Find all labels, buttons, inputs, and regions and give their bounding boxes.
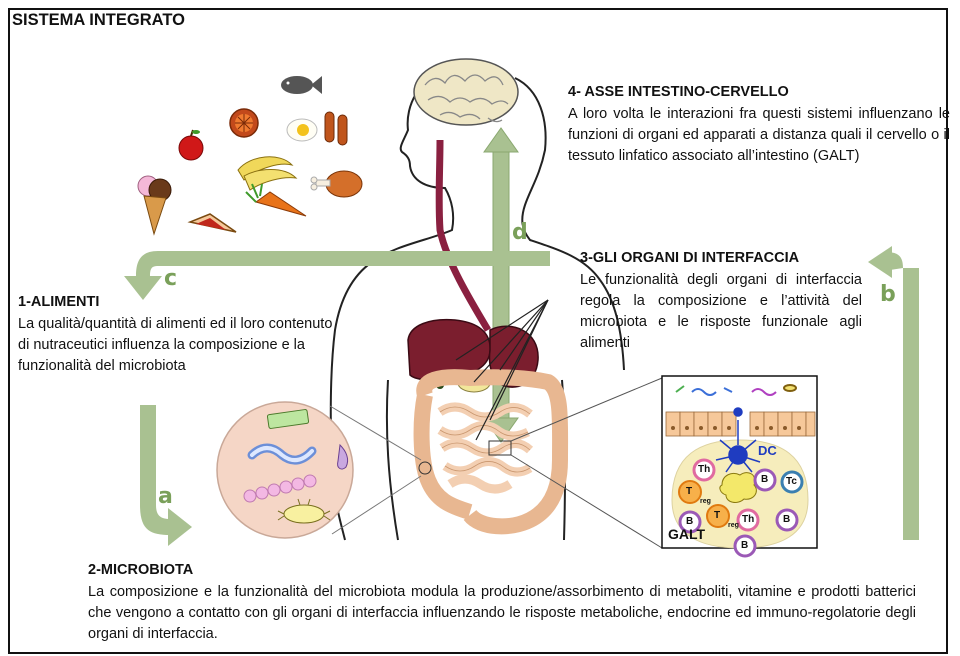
section-asse: 4- ASSE INTESTINO-CERVELLO A loro volta … <box>568 82 950 167</box>
microbiota-heading: 2-MICROBIOTA <box>88 560 916 580</box>
microbiota-circle <box>217 402 353 538</box>
section-organi: 3-GLI ORGANI DI INTERFACCIA Le funzional… <box>580 248 862 354</box>
page-title: SISTEMA INTEGRATO <box>12 10 185 30</box>
galt-cell-label: T <box>686 487 692 497</box>
banana-icon <box>238 157 296 190</box>
alimenti-heading: 1-ALIMENTI <box>18 292 334 312</box>
fish-icon <box>281 76 322 94</box>
pizza-slice-icon <box>190 214 236 232</box>
galt-cell-label: B <box>761 475 768 485</box>
galt-cell-label: B <box>783 515 790 525</box>
galt-cell-label: reg <box>728 521 739 531</box>
section-alimenti: 1-ALIMENTI La qualità/quantità di alimen… <box>18 292 334 377</box>
dc-label: DC <box>758 443 777 458</box>
arrow-label-d: d <box>512 220 528 245</box>
galt-cell-label: Th <box>742 515 754 525</box>
arrow-label-a: a <box>158 484 173 509</box>
galt-cell-label: Th <box>698 465 710 475</box>
ice-cream-icon <box>138 176 171 234</box>
brain-icon <box>414 59 518 125</box>
bacterium-yellow <box>284 505 324 523</box>
microbiota-body: La composizione e la funzionalità del mi… <box>88 582 916 645</box>
sausage-icon <box>325 112 347 145</box>
esophagus <box>439 140 488 330</box>
apple-icon <box>179 130 203 160</box>
zoom-origin <box>419 462 431 474</box>
section-microbiota: 2-MICROBIOTA La composizione e la funzio… <box>88 560 916 645</box>
galt-cell-label: reg <box>700 497 711 507</box>
arrow-label-b: b <box>880 282 896 307</box>
galt-cell-label: B <box>741 541 748 551</box>
asse-body: A loro volta le interazioni fra questi s… <box>568 104 950 167</box>
galt-cell-label: B <box>686 517 693 527</box>
galt-label: GALT <box>668 526 705 542</box>
arrow-d <box>484 128 518 442</box>
asse-heading: 4- ASSE INTESTINO-CERVELLO <box>568 82 950 102</box>
galt-cell-label: Tc <box>786 477 797 487</box>
arrow-a <box>140 405 192 546</box>
arrow-label-c: c <box>164 266 177 291</box>
orange-icon <box>230 109 258 137</box>
galt-cell-label: T <box>714 511 720 521</box>
organi-heading: 3-GLI ORGANI DI INTERFACCIA <box>580 248 862 268</box>
chicken-leg-icon <box>311 171 362 197</box>
organs <box>408 320 560 527</box>
carrot-icon <box>246 184 306 216</box>
alimenti-body: La qualità/quantità di alimenti ed il lo… <box>18 314 334 377</box>
food-icons <box>138 76 362 234</box>
organi-body: Le funzionalità degli organi di interfac… <box>580 270 862 354</box>
egg-icon <box>287 119 317 141</box>
